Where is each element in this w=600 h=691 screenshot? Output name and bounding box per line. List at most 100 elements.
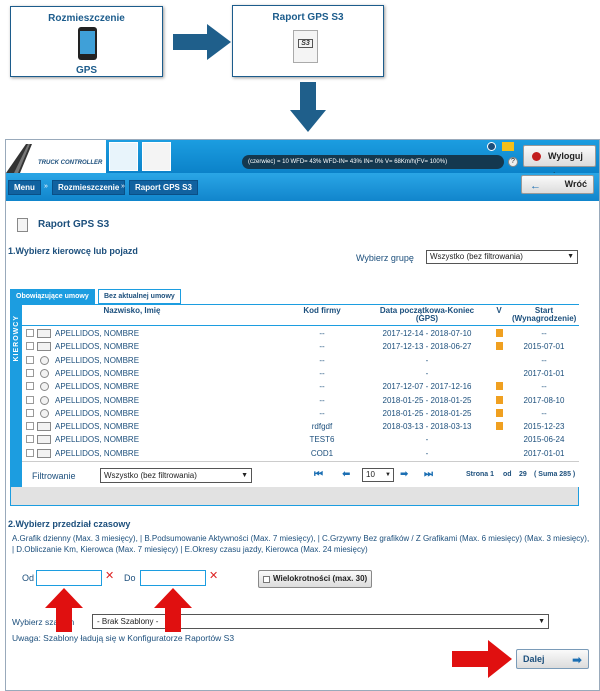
report-icon-label: S3	[298, 39, 313, 48]
table-row[interactable]: APELLIDOS, NOMBRE-----	[22, 354, 579, 367]
table-row[interactable]: APELLIDOS, NOMBRE--2017-12-07 - 2017-12-…	[22, 380, 579, 393]
next-button[interactable]: Dalej ➡	[516, 649, 589, 669]
top-bar: TRUCK CONTROLLER ? (czerwiec) = 10 WFD= …	[6, 140, 599, 181]
driver-name[interactable]: APELLIDOS, NOMBRE	[55, 355, 140, 365]
driver-name[interactable]: APELLIDOS, NOMBRE	[55, 395, 140, 405]
table-row[interactable]: APELLIDOS, NOMBRE---2017-01-01	[22, 367, 579, 380]
table-row[interactable]: APELLIDOS, NOMBRE--2017-12-13 - 2018-06-…	[22, 340, 579, 353]
firm-code: --	[319, 368, 325, 378]
gps-dates: 2017-12-13 - 2018-06-27	[382, 342, 472, 352]
table-row[interactable]: APELLIDOS, NOMBRE--2018-01-25 - 2018-01-…	[22, 394, 579, 407]
police-car-icon[interactable]	[142, 142, 171, 171]
page-size-select[interactable]: 10 ▼	[362, 468, 394, 482]
col-name[interactable]: Nazwisko, Imię	[103, 306, 161, 315]
col-v[interactable]: V	[496, 306, 502, 315]
page-title: Raport GPS S3	[38, 219, 110, 230]
gps-dates: 2018-03-13 - 2018-03-13	[382, 422, 472, 432]
start-date: --	[541, 329, 547, 338]
mail-icon[interactable]	[502, 142, 514, 151]
row-checkbox[interactable]	[26, 355, 34, 364]
template-select[interactable]: - Brak Szablony - ▼	[92, 614, 549, 629]
multi-checkbox[interactable]	[263, 576, 270, 583]
col-dates[interactable]: Data początkowa-Koniec (GPS)	[379, 306, 475, 323]
date-from-input[interactable]	[36, 570, 102, 586]
driver-name[interactable]: APELLIDOS, NOMBRE	[55, 422, 140, 432]
row-checkbox[interactable]	[26, 342, 34, 351]
prev-page-icon[interactable]: ⬅	[342, 469, 351, 480]
start-date: --	[541, 382, 547, 392]
driver-name[interactable]: APELLIDOS, NOMBRE	[55, 342, 140, 352]
row-checkbox[interactable]	[26, 448, 34, 457]
help-icon[interactable]: ?	[508, 157, 518, 167]
driver-name[interactable]: APELLIDOS, NOMBRE	[55, 329, 140, 338]
driver-name[interactable]: APELLIDOS, NOMBRE	[55, 408, 140, 418]
start-date: 2017-01-01	[523, 368, 565, 378]
logout-button[interactable]: Wyloguj się	[523, 145, 596, 181]
driver-name[interactable]: APELLIDOS, NOMBRE	[55, 368, 140, 378]
flow-step1-sub: GPS	[75, 65, 98, 76]
satellite-icon[interactable]	[109, 142, 138, 171]
chevron-down-icon: ▼	[241, 472, 248, 479]
avatar-icon	[40, 395, 49, 405]
first-page-icon[interactable]: ⏮	[314, 469, 323, 480]
tab-no-contract[interactable]: Bez aktualnej umowy	[98, 289, 181, 304]
info-icon[interactable]	[487, 142, 496, 151]
back-label: Wróć	[564, 179, 587, 189]
breadcrumb-raport-gps-s3[interactable]: Raport GPS S3	[129, 180, 198, 195]
logout-icon	[532, 152, 541, 161]
chevron-down-icon: ▼	[385, 472, 391, 478]
row-checkbox[interactable]	[26, 395, 34, 404]
id-card-icon	[37, 342, 51, 352]
start-date: 2015-06-24	[523, 435, 565, 445]
driver-name[interactable]: APELLIDOS, NOMBRE	[55, 382, 140, 392]
tab-current-contracts[interactable]: Obowiązujące umowy	[10, 289, 95, 304]
clear-to-icon[interactable]: ✕	[209, 570, 219, 582]
sum-total: ( Suma 285 )	[534, 471, 576, 478]
row-checkbox[interactable]	[26, 382, 34, 391]
back-arrow-icon: ←	[530, 180, 541, 192]
group-select-value: Wszystko (bez filtrowania)	[430, 252, 523, 261]
back-button[interactable]: ← Wróć	[521, 175, 594, 194]
breadcrumb-rozmieszczenie[interactable]: Rozmieszczenie	[52, 180, 126, 195]
gps-dates: -	[425, 368, 429, 378]
date-to-input[interactable]	[140, 570, 206, 586]
gps-dates: -	[425, 435, 429, 445]
group-select[interactable]: Wszystko (bez filtrowania) ▼	[426, 250, 578, 264]
row-checkbox[interactable]	[26, 435, 34, 444]
id-card-icon	[37, 422, 51, 432]
last-page-icon[interactable]: ⏭	[424, 469, 433, 480]
id-card-icon	[37, 435, 51, 445]
filter-label: Filtrowanie	[32, 471, 76, 481]
breadcrumb-menu[interactable]: Menu	[8, 180, 41, 195]
driver-name[interactable]: APELLIDOS, NOMBRE	[55, 435, 140, 445]
period-description: A.Grafik dzienny (Max. 3 miesięcy), | B.…	[12, 534, 590, 554]
red-arrow-up-icon	[154, 588, 192, 632]
table-row[interactable]: APELLIDOS, NOMBRE--2018-01-25 - 2018-01-…	[22, 407, 579, 420]
filter-select-value: Wszystko (bez filtrowania)	[104, 471, 197, 480]
row-checkbox[interactable]	[26, 368, 34, 377]
driver-name[interactable]: APELLIDOS, NOMBRE	[55, 448, 140, 458]
multiple-periods-button[interactable]: Wielokrotności (max. 30)	[258, 570, 372, 588]
breadcrumb-sep: »	[121, 183, 125, 190]
red-arrow-right-icon	[452, 640, 512, 678]
row-checkbox[interactable]	[26, 329, 34, 337]
row-checkbox[interactable]	[26, 408, 34, 417]
clear-from-icon[interactable]: ✕	[105, 570, 115, 582]
red-arrow-up-icon	[45, 588, 83, 632]
flow-step2-title: Raport GPS S3	[272, 12, 344, 23]
col-start[interactable]: Start (Wynagrodzenie)	[512, 306, 577, 323]
drivers-side-label: KIEROWCY	[11, 305, 22, 487]
row-checkbox[interactable]	[26, 422, 34, 431]
firm-code: --	[319, 395, 325, 405]
firm-code: COD1	[310, 448, 334, 458]
next-page-icon[interactable]: ➡	[400, 469, 409, 480]
step1-title: 1.Wybierz kierowcę lub pojazd	[8, 246, 138, 256]
col-firm[interactable]: Kod firmy	[303, 306, 341, 315]
flag-icon	[496, 422, 503, 431]
flow-arrow-right-icon	[173, 24, 231, 60]
table-row[interactable]: APELLIDOS, NOMBRE--2017-12-14 - 2018-07-…	[22, 327, 579, 340]
filter-select[interactable]: Wszystko (bez filtrowania) ▼	[100, 468, 252, 483]
